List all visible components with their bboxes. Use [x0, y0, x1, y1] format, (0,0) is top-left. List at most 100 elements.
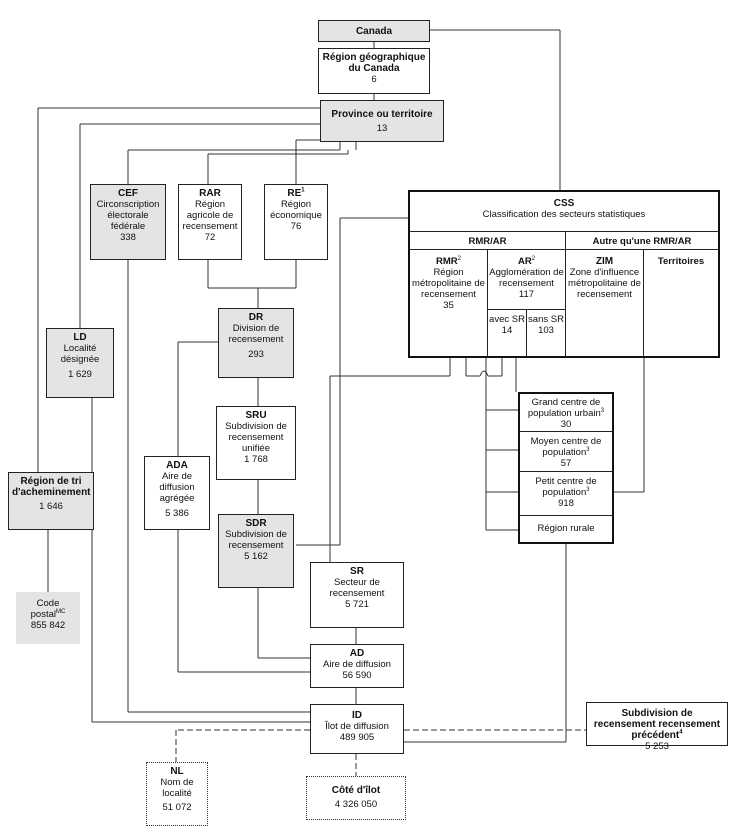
ada-count: 5 386 — [165, 508, 189, 519]
css-ar-avec-sr: avec SR 14 — [488, 310, 527, 356]
cote-title: Côté d'îlot — [331, 785, 381, 796]
sru-name: Subdivision de recensement unifiée — [225, 421, 287, 454]
css-ar-sans-sr: sans SR 103 — [527, 310, 566, 356]
mc-count: 57 — [560, 458, 572, 469]
rar-abbr: RAR — [199, 188, 221, 199]
ld-abbr: LD — [73, 332, 87, 343]
node-sdr: SDR Subdivision de recensement 5 162 — [218, 514, 294, 588]
zim-name: Zone d'influence métropolitaine de recen… — [568, 267, 641, 300]
sr-name: Secteur de recensement — [329, 577, 385, 599]
cp-count: 855 842 — [30, 620, 66, 631]
pt-title: Province ou territoire — [331, 109, 433, 120]
dr-count: 293 — [248, 349, 264, 360]
rmr-count: 35 — [443, 300, 454, 311]
sdr-count: 5 162 — [244, 551, 268, 562]
zim-abbr: ZIM — [595, 256, 614, 267]
rta-title: Région de tri d'acheminement — [12, 476, 91, 498]
css-group-autre: Autre qu'une RMR/AR — [566, 232, 718, 250]
mc-footnote: 3 — [586, 446, 590, 453]
node-rar: RAR Région agricole de recensement 72 — [178, 184, 242, 260]
css-zim: ZIM Zone d'influence métropolitaine de r… — [566, 250, 644, 356]
re-name: Région économique — [270, 199, 322, 221]
canada-title: Canada — [355, 26, 393, 37]
pc-name: Petit centre de population — [535, 476, 597, 498]
css-group-left-label: RMR/AR — [468, 236, 507, 247]
gc-footnote: 3 — [600, 407, 605, 414]
ld-name: Localité désignée — [60, 343, 100, 365]
ar-sans-count: 103 — [538, 325, 554, 336]
re-footnote: 1 — [301, 187, 305, 194]
territoires-title: Territoires — [657, 256, 705, 267]
rar-count: 72 — [204, 232, 216, 243]
node-cef: CEF Circonscription électorale fédérale … — [90, 184, 166, 260]
cef-abbr: CEF — [118, 188, 138, 199]
pop-moyen-centre: Moyen centre de population3 57 — [520, 432, 612, 472]
ad-name: Aire de diffusion — [323, 659, 391, 670]
sr-abbr: SR — [350, 566, 364, 577]
rmr-name: Région métropolitaine de recensement — [412, 267, 485, 300]
sru-abbr: SRU — [245, 410, 267, 421]
sdr-name: Subdivision de recensement — [225, 529, 287, 551]
cp-title: Code postal — [30, 598, 60, 620]
node-ad: AD Aire de diffusion 56 590 — [310, 644, 404, 688]
re-abbr: RE — [287, 188, 302, 199]
cote-count: 4 326 050 — [334, 799, 378, 810]
ar-abbr: AR — [517, 256, 532, 267]
sr-count: 5 721 — [345, 599, 369, 610]
rmr-footnote: 2 — [457, 255, 461, 262]
node-population-centers: Grand centre de population urbain3 30 Mo… — [518, 392, 614, 544]
cp-trademark: MC — [56, 608, 66, 615]
node-code-postal: Code postalMC 855 842 — [16, 592, 80, 644]
ar-name: Agglomération de recensement — [489, 267, 564, 289]
rmr-abbr: RMR — [436, 256, 458, 267]
pop-grand-centre: Grand centre de population urbain3 30 — [520, 394, 612, 432]
node-cote-ilot: Côté d'îlot 4 326 050 — [306, 776, 406, 820]
rgc-count: 6 — [371, 74, 377, 85]
sdrprev-title: Subdivision de recensement recensement p… — [593, 708, 721, 741]
gc-name: Grand centre de population urbain — [527, 397, 601, 419]
id-abbr: ID — [352, 710, 362, 721]
node-canada: Canada — [318, 20, 430, 42]
gc-count: 30 — [560, 419, 572, 430]
node-sdr-precedent: Subdivision de recensement recensement p… — [586, 702, 728, 752]
id-name: Îlot de diffusion — [325, 721, 389, 732]
rr-name: Région rurale — [537, 523, 595, 534]
ar-footnote: 2 — [531, 255, 536, 262]
re-count: 76 — [290, 221, 302, 232]
ar-avec-count: 14 — [501, 325, 513, 336]
pop-petit-centre: Petit centre de population3 918 — [520, 472, 612, 516]
node-rta: Région de tri d'acheminement 1 646 — [8, 472, 94, 530]
cef-name: Circonscription électorale fédérale — [96, 199, 160, 232]
nl-abbr: NL — [170, 766, 184, 777]
css-group-rmr-ar: RMR/AR — [410, 232, 566, 250]
nl-name: Nom de localité — [160, 777, 194, 799]
dr-abbr: DR — [248, 312, 264, 323]
ar-sans-label: sans SR — [528, 314, 564, 325]
css-territoires: Territoires — [644, 250, 718, 356]
ada-name: Aire de diffusion agrégée — [159, 471, 195, 504]
css-ar: AR2 Agglomération de recensement 117 — [488, 250, 566, 310]
sdrprev-count: 5 253 — [645, 741, 669, 752]
ar-avec-label: avec SR — [489, 314, 525, 325]
pt-count: 13 — [376, 123, 388, 134]
css-header: CSS Classification des secteurs statisti… — [410, 192, 718, 232]
ar-count: 117 — [518, 289, 535, 300]
pc-count: 918 — [558, 498, 574, 509]
nl-count: 51 072 — [162, 802, 192, 813]
node-region-geographique: Région géographique du Canada 6 — [318, 48, 430, 94]
dr-name: Division de recensement — [228, 323, 284, 345]
sdr-abbr: SDR — [245, 518, 267, 529]
cef-count: 338 — [120, 232, 136, 243]
css-abbr: CSS — [553, 198, 575, 209]
ad-abbr: AD — [349, 648, 365, 659]
css-group-right-label: Autre qu'une RMR/AR — [592, 236, 692, 247]
pc-footnote: 3 — [586, 486, 590, 493]
css-rmr: RMR2 Région métropolitaine de recensemen… — [410, 250, 488, 356]
node-nl: NL Nom de localité 51 072 — [146, 762, 208, 826]
id-count: 489 905 — [339, 732, 375, 743]
mc-name: Moyen centre de population — [530, 436, 602, 458]
node-ld: LD Localité désignée 1 629 — [46, 328, 114, 398]
rta-count: 1 646 — [39, 501, 63, 512]
ad-count: 56 590 — [342, 670, 372, 681]
